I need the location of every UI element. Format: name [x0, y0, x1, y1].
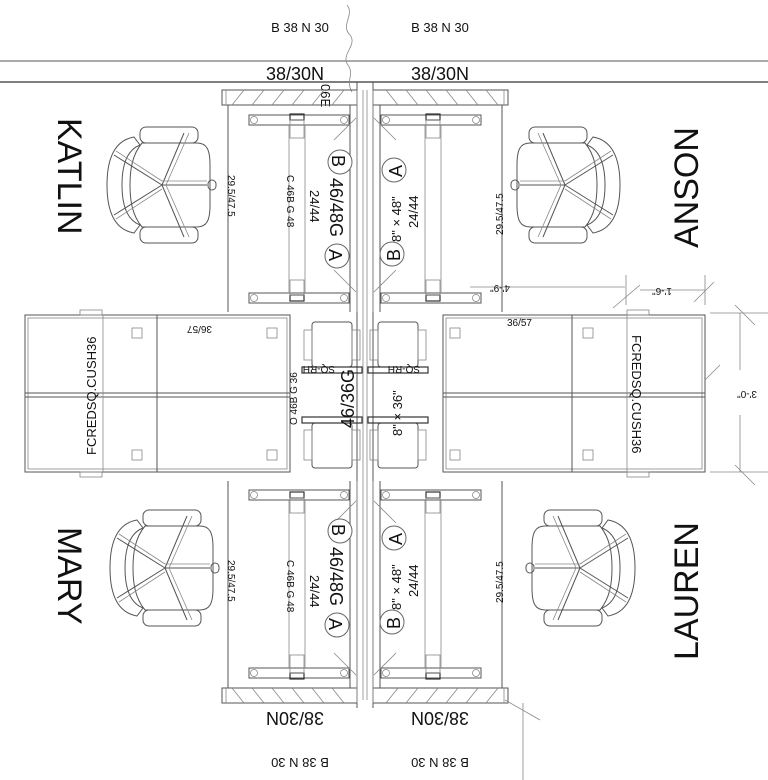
right-storage-unit: [442, 275, 768, 486]
zone-label: B 38 N 30: [271, 20, 329, 35]
spine-tag: 06E: [318, 84, 333, 107]
storage-label: FCREDSQ.CUSH36: [629, 335, 644, 453]
center-code: O 46B G 36: [289, 372, 300, 425]
desk-size: 24/44: [406, 564, 421, 597]
panel-label: 8" × 48": [389, 564, 404, 610]
tag-a: A: [386, 533, 406, 545]
height-label: 29.5/47.5: [495, 561, 506, 603]
chair-lauren: [525, 509, 636, 627]
zone-label: B 38 N 30: [411, 20, 469, 35]
tag-a: A: [325, 249, 345, 261]
panel-label: 38/30N: [266, 708, 324, 728]
desk-size: 24/44: [307, 575, 322, 608]
tag-b: B: [384, 617, 404, 629]
chair-mary: [109, 509, 220, 627]
break-line: [345, 4, 353, 93]
zone-label: B 38 N 30: [271, 755, 329, 770]
chair-label: SQ-RH: [388, 363, 420, 374]
dimension-height: 3'-0": [737, 388, 757, 399]
tag-a: A: [386, 165, 406, 177]
storage-size: 36/57: [187, 323, 212, 334]
occupant-name-anson: ANSON: [668, 127, 706, 248]
desk-size: 24/44: [307, 190, 322, 223]
tag-b: B: [328, 155, 348, 167]
tag-b: B: [328, 524, 348, 536]
height-label: 29.5/47.5: [495, 193, 506, 235]
height-label: 29.5/47.5: [225, 560, 236, 602]
tag-b: B: [384, 249, 404, 261]
occupant-name-lauren: LAUREN: [668, 522, 706, 660]
center-spine: [356, 82, 374, 708]
occupant-name-katlin: KATLIN: [50, 118, 88, 235]
panel-label: 46/48G: [326, 178, 346, 237]
center-panel-right: 8" × 36": [390, 390, 405, 436]
panel-label: 38/30N: [411, 708, 469, 728]
storage-size: 36/57: [507, 318, 532, 329]
desk-size: 24/44: [406, 195, 421, 228]
left-storage-unit: [24, 309, 291, 478]
center-panel-left: 46/36G: [338, 369, 358, 428]
chair-katlin: [106, 126, 217, 244]
desk-code: C 46B G 48: [284, 560, 295, 613]
center-chairs: [301, 321, 429, 469]
panel-label: 38/30N: [266, 64, 324, 84]
chair-label: SQ-RH: [303, 363, 335, 374]
dimension-label: 4'-9": [490, 282, 510, 293]
chair-anson: [510, 126, 621, 244]
occupant-name-mary: MARY: [50, 527, 88, 625]
height-label: 29.5/47.5: [225, 175, 236, 217]
desk-code: C 46B G 48: [284, 175, 295, 228]
storage-label: FCREDSQ.CUSH36: [84, 337, 99, 455]
panel-label: 38/30N: [411, 64, 469, 84]
dimension-line: [504, 699, 541, 780]
tag-a: A: [325, 618, 345, 630]
panel-label: 46/48G: [326, 547, 346, 606]
zone-label: B 38 N 30: [411, 755, 469, 770]
panel-label: 8" × 48": [389, 196, 404, 242]
dimension-width: 1'-6": [652, 285, 672, 296]
